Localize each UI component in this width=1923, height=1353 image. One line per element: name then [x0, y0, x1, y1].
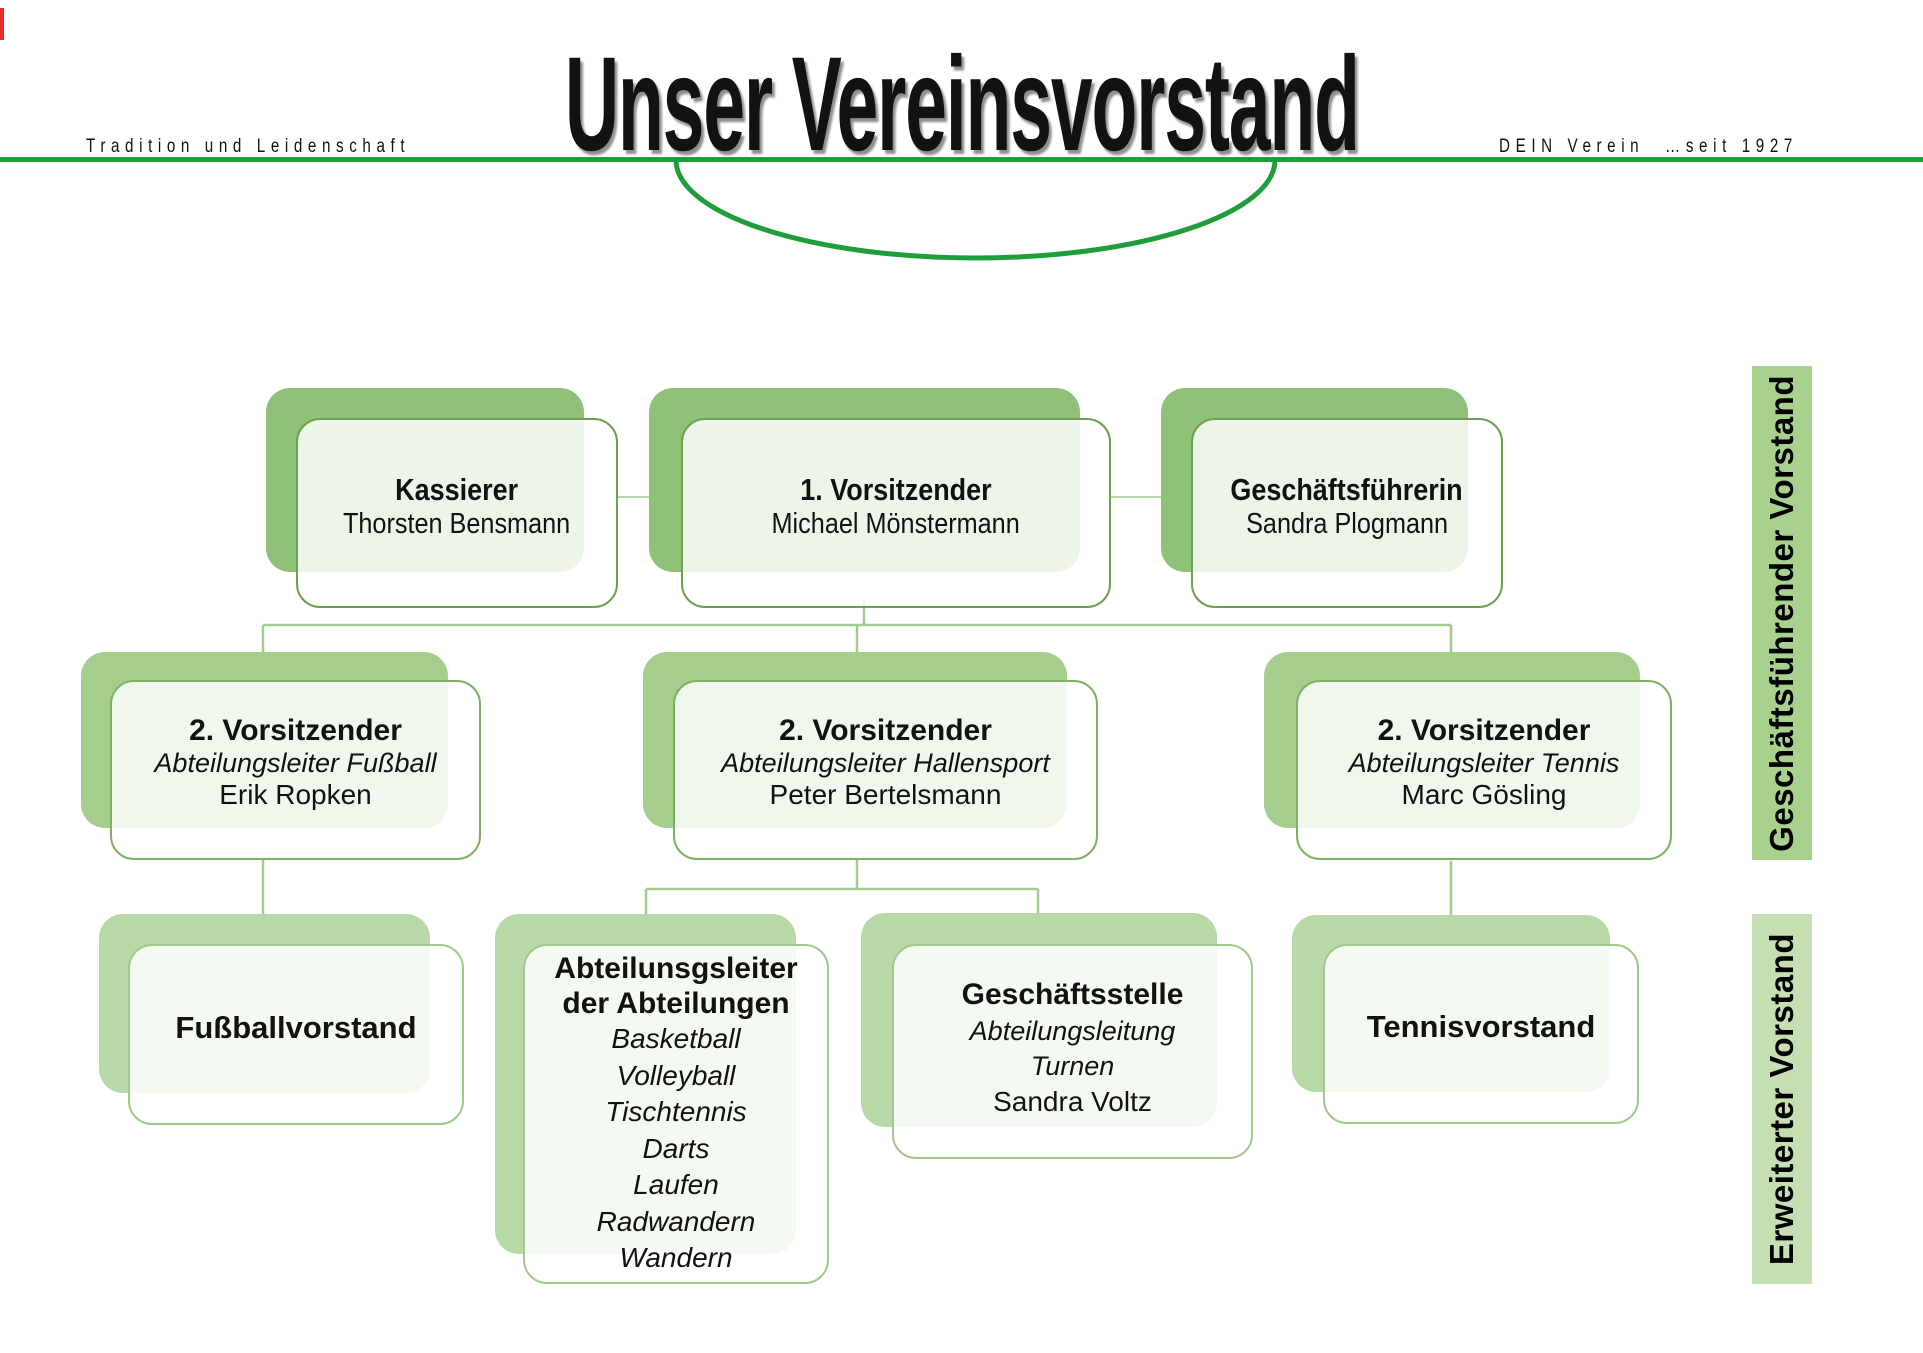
department-item: Radwandern — [596, 1205, 756, 1237]
node-subtitle: Abteilungsleiter Hallensport — [721, 747, 1050, 778]
node-title: Geschäftsführerin — [1230, 472, 1464, 507]
department-item: Wandern — [619, 1242, 733, 1274]
department-item: Darts — [642, 1132, 710, 1164]
since-text: …seit 1927 — [1665, 136, 1798, 157]
tagline-left: Tradition und Leidenschaft — [86, 136, 411, 157]
header-divider-line — [0, 157, 1923, 162]
node-subtitle: Abteilungsleiter Tennis — [1348, 747, 1620, 778]
tagline-right: DEIN Verein …seit 1927 — [1499, 136, 1798, 158]
screen-artifact-red-mark — [0, 8, 4, 40]
node-subtitle: Abteilungsleiter Fußball — [154, 747, 437, 778]
node-card: 2. Vorsitzender Abteilungsleiter Hallens… — [673, 680, 1098, 860]
node-title: Fußballvorstand — [175, 1009, 417, 1045]
side-band-geschaeftsfuehrender-vorstand: Geschäftsführender Vorstand — [1752, 366, 1812, 860]
node-card: Geschäftsstelle Abteilungsleitung Turnen… — [892, 944, 1253, 1159]
brand-text: DEIN Verein — [1499, 136, 1645, 157]
node-title: Geschäftsstelle — [961, 977, 1184, 1011]
node-card: Fußballvorstand — [128, 944, 464, 1125]
node-card: 1. Vorsitzender Michael Mönstermann — [681, 418, 1111, 608]
node-card: Kassierer Thorsten Bensmann — [296, 418, 618, 608]
node-title-line1: Abteilunsgsleiter — [554, 952, 798, 986]
node-person: Sandra Voltz — [993, 1085, 1152, 1117]
node-person: Michael Mönstermann — [771, 508, 1021, 540]
node-card: 2. Vorsitzender Abteilungsleiter Tennis … — [1296, 680, 1672, 860]
node-title: 2. Vorsitzender — [189, 713, 402, 747]
side-band-erweiterter-vorstand: Erweiterter Vorstand — [1752, 914, 1812, 1284]
department-item: Tischtennis — [605, 1096, 747, 1128]
node-person: Sandra Plogmann — [1246, 508, 1448, 540]
node-subtitle-line1: Abteilungsleitung — [969, 1015, 1176, 1046]
node-card: Geschäftsführerin Sandra Plogmann — [1191, 418, 1503, 608]
node-card: Abteilunsgsleiter der Abteilungen Basket… — [523, 944, 829, 1284]
department-item: Basketball — [611, 1023, 741, 1055]
node-title: 2. Vorsitzender — [779, 713, 992, 747]
node-title-line2: der Abteilungen — [562, 987, 790, 1021]
node-person: Thorsten Bensmann — [343, 508, 571, 540]
node-card: Tennisvorstand — [1323, 944, 1639, 1124]
node-title: 2. Vorsitzender — [1377, 713, 1591, 747]
side-band-label: Geschäftsführender Vorstand — [1763, 374, 1800, 852]
node-person: Erik Ropken — [219, 778, 372, 810]
node-title: Tennisvorstand — [1366, 1009, 1596, 1044]
node-person: Peter Bertelsmann — [769, 778, 1002, 810]
node-subtitle-line2: Turnen — [1030, 1050, 1115, 1081]
department-item: Laufen — [633, 1169, 719, 1201]
department-item: Volleyball — [616, 1059, 736, 1091]
node-title: Kassierer — [395, 472, 519, 507]
side-band-label: Erweiterter Vorstand — [1763, 932, 1800, 1266]
node-person: Marc Gösling — [1401, 778, 1567, 810]
header-arc — [673, 159, 1278, 261]
node-title: 1. Vorsitzender — [800, 472, 992, 507]
node-card: 2. Vorsitzender Abteilungsleiter Fußball… — [110, 680, 481, 860]
